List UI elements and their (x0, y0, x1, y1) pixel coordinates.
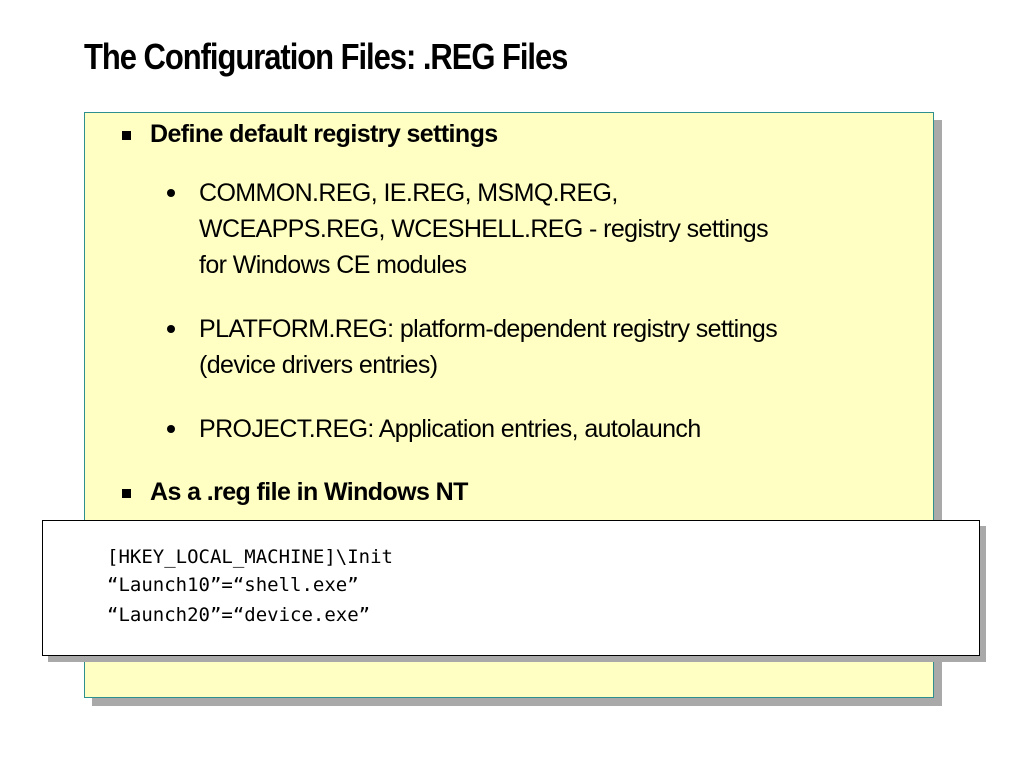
sub-bullet-text: PROJECT.REG: Application entries, autola… (199, 415, 701, 443)
round-bullet-icon (167, 325, 175, 333)
round-bullet-icon (167, 425, 175, 433)
slide-title: The Configuration Files: .REG Files (84, 36, 568, 77)
bullet-reg-file-nt: As a .reg file in Windows NT (122, 478, 468, 507)
code-line: “Launch10”=“shell.exe” (107, 574, 359, 596)
bullet-define-defaults: Define default registry settings (122, 120, 498, 149)
sub-bullet-project-reg: PROJECT.REG: Application entries, autola… (167, 411, 899, 447)
code-line: “Launch20”=“device.exe” (107, 604, 371, 626)
bullet-text: As a .reg file in Windows NT (150, 478, 468, 506)
bullet-text: Define default registry settings (150, 120, 498, 148)
code-box (42, 520, 980, 656)
sub-bullet-text: PLATFORM.REG: platform-dependent registr… (199, 311, 899, 383)
sub-bullet-line: (device drivers entries) (199, 351, 438, 379)
square-bullet-icon (122, 489, 131, 498)
round-bullet-icon (167, 189, 175, 197)
code-line: [HKEY_LOCAL_MACHINE]\Init (107, 546, 393, 568)
sub-bullet-platform-reg: PLATFORM.REG: platform-dependent registr… (167, 311, 899, 383)
sub-bullet-module-reg-files: COMMON.REG, IE.REG, MSMQ.REG, WCEAPPS.RE… (167, 175, 899, 283)
sub-bullet-line: for Windows CE modules (199, 251, 467, 279)
sub-bullet-line: WCEAPPS.REG, WCESHELL.REG - registry set… (199, 215, 769, 243)
sub-bullet-line: PLATFORM.REG: platform-dependent registr… (199, 315, 778, 343)
square-bullet-icon (122, 131, 131, 140)
sub-bullet-text: COMMON.REG, IE.REG, MSMQ.REG, WCEAPPS.RE… (199, 175, 899, 283)
sub-bullet-line: COMMON.REG, IE.REG, MSMQ.REG, (199, 179, 618, 207)
